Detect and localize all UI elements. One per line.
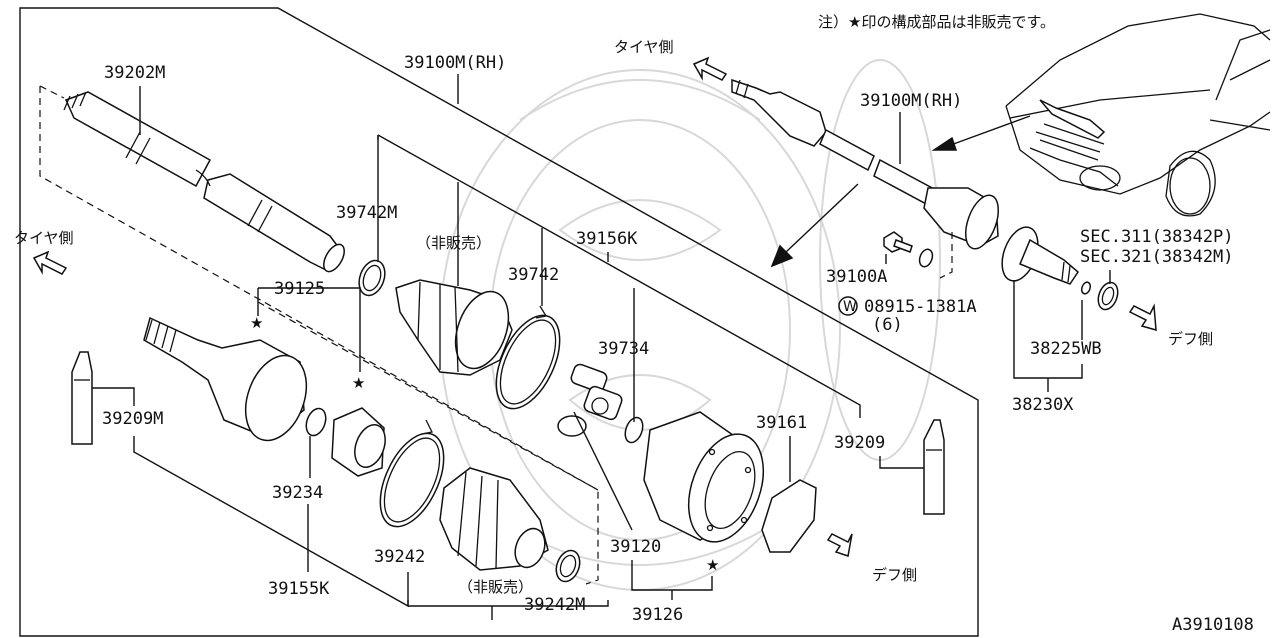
flange-38230X[interactable] — [995, 222, 1079, 286]
label-38230X: 38230X — [1012, 395, 1074, 415]
diagram-frame — [19, 7, 979, 637]
band-39242[interactable] — [367, 419, 456, 536]
label-39234: 39234 — [272, 483, 323, 503]
star-39126: ★ — [706, 556, 719, 574]
label-39242M: 39242M — [524, 595, 585, 615]
band-39742[interactable] — [483, 305, 572, 419]
label-39120: 39120 — [610, 537, 661, 557]
label-39242: 39242 — [374, 547, 425, 567]
joint-39125[interactable] — [143, 316, 317, 449]
label-38225WB: 38225WB — [1030, 339, 1102, 359]
note-text: 注）★印の構成部品は非販売です。 — [818, 13, 1055, 31]
label-sec321: SEC.321(38342M) — [1080, 247, 1234, 267]
housing-39126[interactable] — [643, 411, 777, 552]
label-sec311: SEC.311(38342P) — [1080, 227, 1234, 247]
assembly-arrow — [770, 183, 859, 268]
label-08915-qty: (6) — [872, 315, 903, 335]
clamp-39242M[interactable] — [552, 547, 584, 585]
shaft-assembly-39100M[interactable] — [731, 78, 1005, 253]
grease-39209[interactable] — [923, 419, 945, 515]
tire-side-arrow-left — [32, 250, 68, 275]
inner-race[interactable] — [331, 407, 391, 477]
diff-side-label-upper: デフ側 — [1168, 330, 1213, 348]
shaft-39202M[interactable] — [63, 91, 348, 275]
washer-08915[interactable] — [917, 247, 934, 268]
label-39100A: 39100A — [826, 267, 887, 287]
seal-38225WB[interactable] — [1095, 280, 1121, 312]
boot-lower-nonsale[interactable] — [439, 467, 550, 572]
label-39209M: 39209M — [102, 409, 163, 429]
label-39155K: 39155K — [268, 579, 330, 599]
grease-39209M[interactable] — [71, 351, 93, 445]
label-39742M: 39742M — [336, 203, 397, 223]
label-39202M: 39202M — [104, 63, 165, 83]
oring-small[interactable] — [1080, 281, 1092, 295]
vehicle-sketch — [1005, 13, 1271, 217]
label-08915: 08915-1381A — [864, 297, 977, 317]
nonsale-label-lower: （非販売） — [458, 578, 533, 596]
label-39209: 39209 — [834, 433, 885, 453]
gasket-39161[interactable] — [761, 479, 817, 553]
label-39734: 39734 — [598, 339, 649, 359]
w-mark-icon: W — [838, 296, 858, 316]
vehicle-arrow — [931, 115, 1031, 151]
ring-39234[interactable] — [303, 406, 329, 438]
label-39125: 39125 — [274, 279, 325, 299]
label-39156K: 39156K — [576, 229, 638, 249]
bolt-39100A[interactable] — [883, 231, 913, 253]
tire-side-arrow-right — [692, 56, 728, 81]
label-39100M-left: 39100M(RH) — [404, 53, 506, 73]
label-39100M-right: 39100M(RH) — [860, 91, 962, 111]
svg-text:W: W — [843, 299, 857, 315]
nonsale-label-upper: （非販売） — [416, 234, 491, 252]
snap-ring-39734[interactable] — [622, 415, 646, 445]
tire-side-label-left: タイヤ側 — [14, 229, 74, 247]
star-39125-b: ★ — [352, 374, 365, 392]
tripod-joint[interactable] — [557, 363, 623, 437]
diff-side-arrow-lower — [826, 533, 853, 557]
star-39125-a: ★ — [250, 314, 263, 332]
label-39161: 39161 — [756, 413, 807, 433]
diff-side-label-lower: デフ側 — [872, 566, 917, 584]
label-39742: 39742 — [508, 265, 559, 285]
diagram-code: A3910108 — [1172, 615, 1254, 635]
diff-side-arrow-upper — [1128, 303, 1157, 332]
label-39126: 39126 — [632, 605, 683, 625]
tire-side-label-right: タイヤ側 — [614, 38, 674, 56]
